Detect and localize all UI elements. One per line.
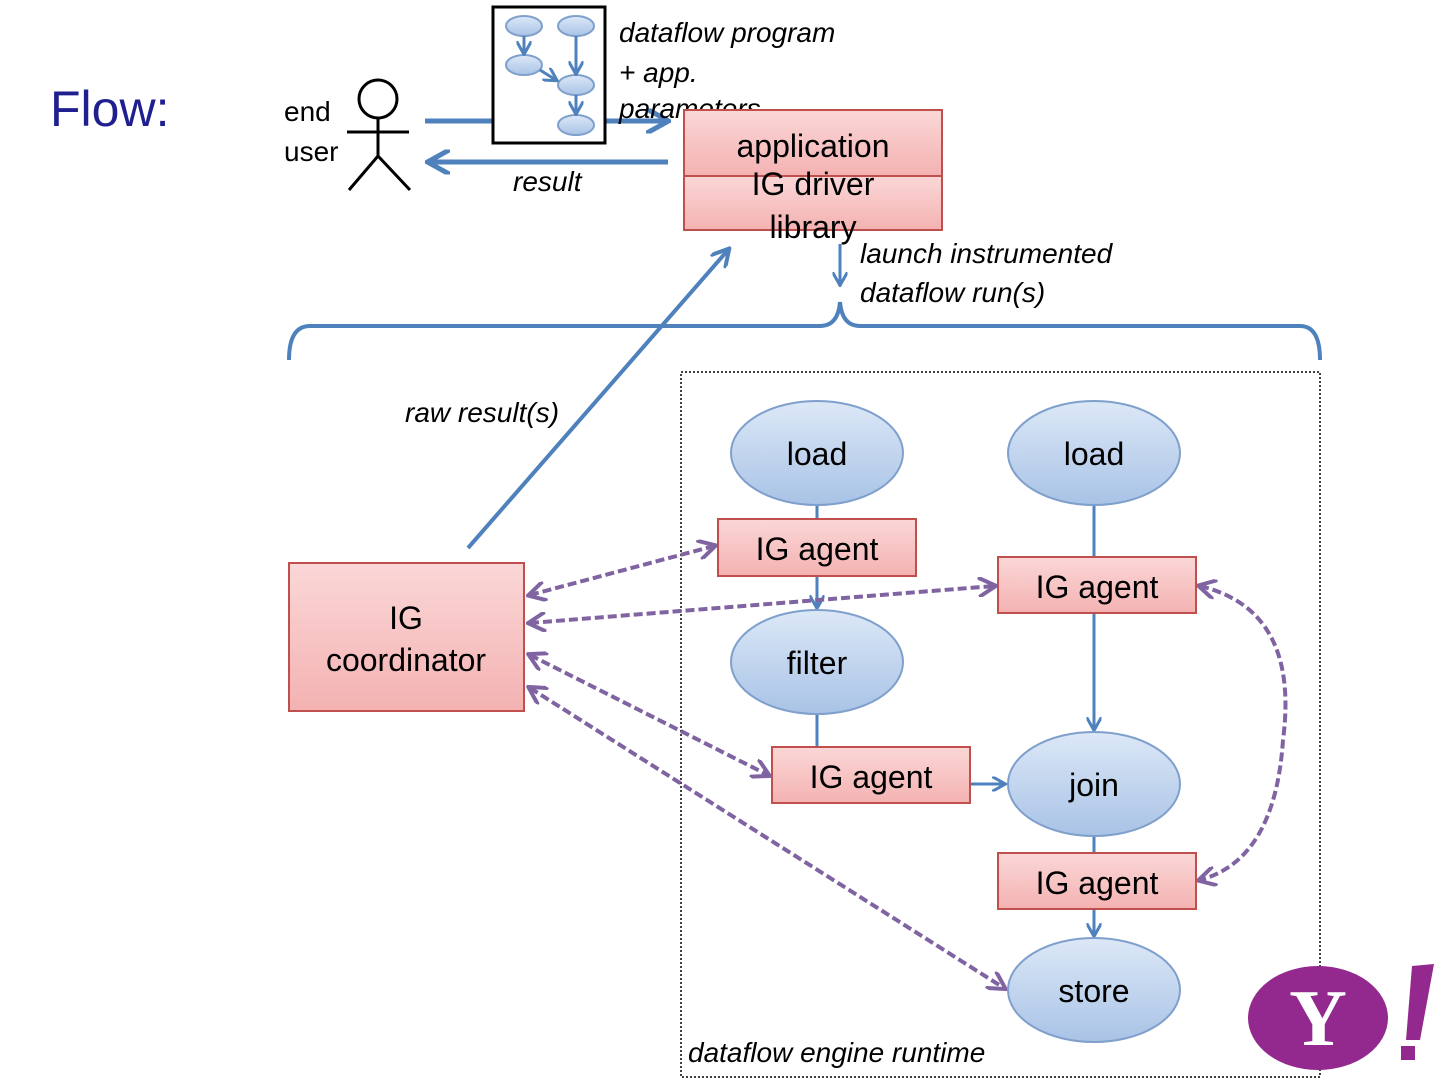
- launch-label-1: launch instrumented: [860, 238, 1114, 269]
- coordinator-label-1: IG: [389, 600, 423, 636]
- result-label: result: [513, 166, 583, 197]
- store-node-label: store: [1058, 973, 1129, 1009]
- ig-coordinator-box: [288, 562, 525, 712]
- filter-node-label: filter: [787, 645, 848, 681]
- ig-driver-label-2: library: [769, 209, 856, 245]
- actor-label-user: user: [284, 136, 338, 167]
- raw-result-arrow: [466, 250, 728, 550]
- user-stick-figure-icon: [347, 78, 412, 192]
- ig-agent-2: [997, 556, 1197, 614]
- raw-result-label: raw result(s): [405, 397, 559, 428]
- filter-node: [730, 609, 904, 715]
- application-label: application: [737, 128, 890, 164]
- ig-agent-3: [771, 746, 971, 804]
- ig-agent-3-label: IG agent: [810, 759, 933, 795]
- load-node-2-label: load: [1064, 436, 1125, 472]
- program-label-1: dataflow program: [619, 17, 835, 48]
- join-node: [1007, 731, 1181, 837]
- runtime-label: dataflow engine runtime: [688, 1037, 985, 1068]
- scope-brace: [287, 301, 1322, 361]
- ig-driver-label-1: IG driver: [752, 166, 875, 202]
- page-title: Flow:: [50, 81, 169, 137]
- ig-agent-4-label: IG agent: [1036, 865, 1159, 901]
- dataflow-program-icon: [491, 5, 607, 145]
- ig-agent-1: [717, 518, 917, 577]
- control-edges: [530, 546, 1288, 988]
- actor-label-end: end: [284, 96, 331, 127]
- launch-label-2: dataflow run(s): [860, 277, 1045, 308]
- coordinator-label-2: coordinator: [326, 642, 486, 678]
- svg-text:Y: Y: [1289, 975, 1347, 1063]
- ig-agent-1-label: IG agent: [756, 531, 879, 567]
- application-box: [683, 109, 943, 231]
- join-node-label: join: [1068, 767, 1119, 803]
- ig-agent-4: [997, 852, 1197, 910]
- load-node-1-label: load: [787, 436, 848, 472]
- program-label-2: + app.: [619, 57, 698, 88]
- yahoo-logo-icon: Y: [1248, 964, 1434, 1070]
- ig-agent-2-label: IG agent: [1036, 569, 1159, 605]
- load-node-2: [1007, 400, 1181, 506]
- store-node: [1007, 937, 1181, 1043]
- load-node-1: [730, 400, 904, 506]
